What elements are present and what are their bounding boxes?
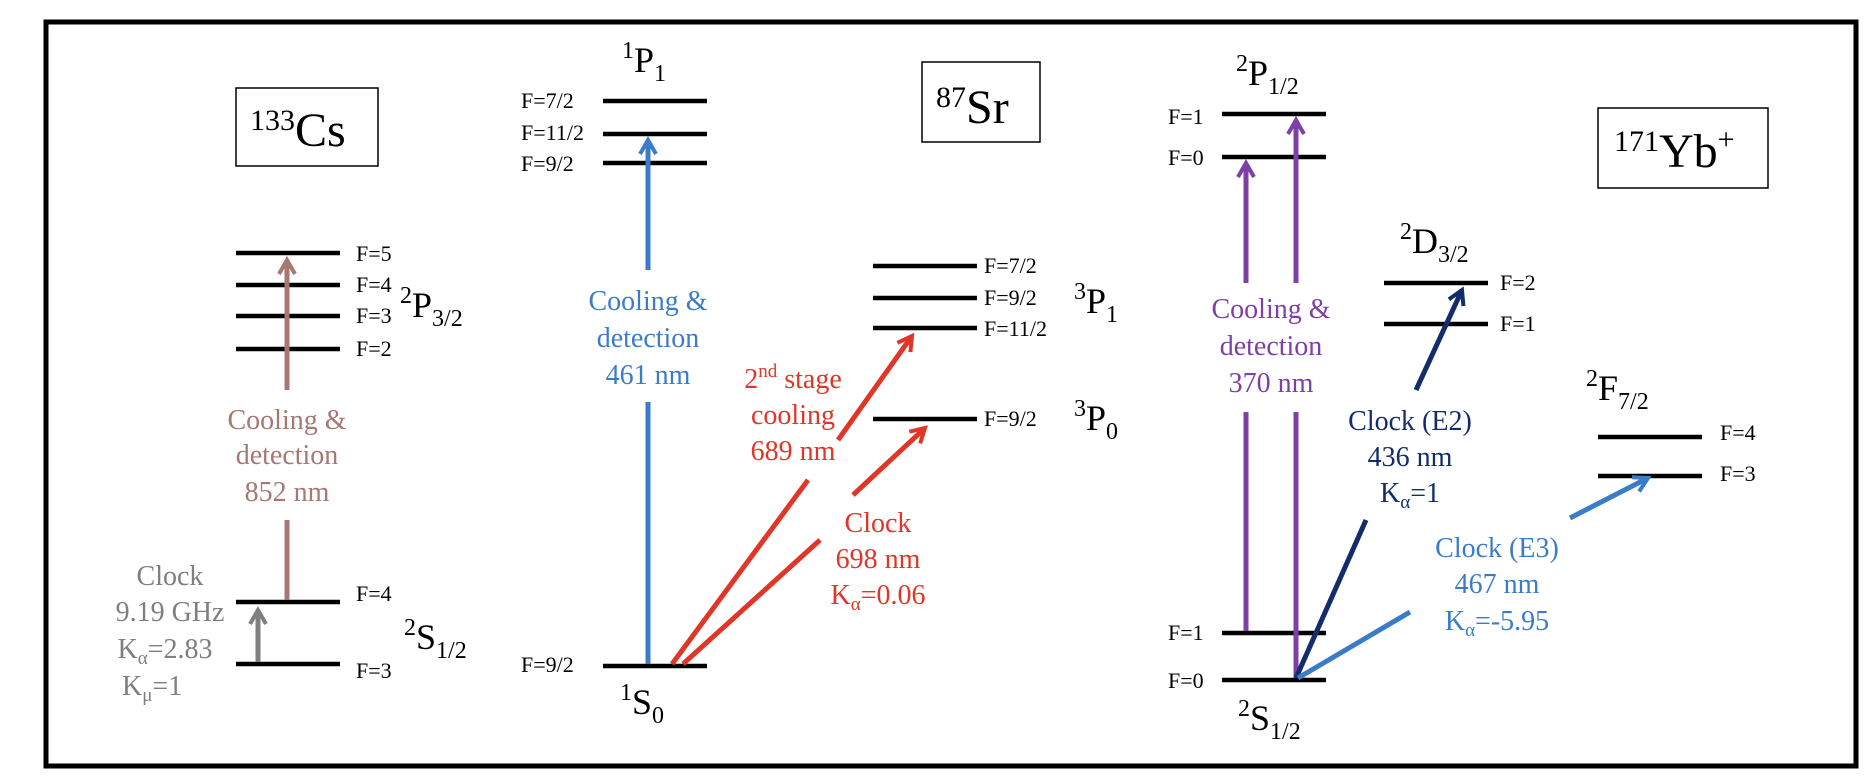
sr-1p1-f92-label: F=9/2 bbox=[521, 151, 574, 176]
sr-1s0-f92-label: F=9/2 bbox=[521, 652, 574, 677]
yb-p12-term: 2P1/2 bbox=[1236, 51, 1299, 100]
sr-689-arrow bbox=[835, 332, 915, 442]
sr-cooling-line3: 461 nm bbox=[606, 360, 691, 391]
yb-panel: 171Yb+ 2P1/2 F=1 F=0 2D3/2 F=2 F=1 2F7/2… bbox=[1168, 51, 1769, 745]
sr-1p1-term: 1P1 bbox=[622, 38, 666, 87]
yb-e3-arrow-lower bbox=[1296, 609, 1412, 681]
cs-cooling-line1: Cooling & bbox=[227, 405, 346, 436]
cs-atom-box bbox=[235, 87, 379, 167]
sr-atom-box bbox=[921, 61, 1041, 143]
sr-2nd-stage-line1: 2nd stage bbox=[744, 361, 842, 395]
sr-3p1-term: 3P1 bbox=[1074, 279, 1118, 328]
yb-s12-f0-label: F=0 bbox=[1168, 668, 1204, 693]
sr-698-arrow-lower bbox=[681, 538, 822, 666]
yb-e2-arrow-lower bbox=[1293, 518, 1369, 680]
cs-atom-label: 133Cs bbox=[250, 104, 346, 157]
cs-panel: 133Cs F=5 F=4 F=3 F=2 2P3/2 F=4 F=3 2S1/… bbox=[116, 87, 467, 706]
sr-689-arrow-lower bbox=[669, 478, 811, 666]
yb-d32-f1-label: F=1 bbox=[1500, 311, 1536, 336]
yb-e3-arrow bbox=[1568, 475, 1652, 521]
yb-e2-arrow bbox=[1413, 286, 1466, 392]
yb-e3-line2: 467 nm bbox=[1455, 569, 1540, 600]
yb-e2-ka: Kα=1 bbox=[1380, 478, 1440, 513]
sr-panel: 87Sr 1P1 F=7/2 F=11/2 F=9/2 F=9/2 1S0 F=… bbox=[521, 38, 1118, 729]
yb-f72-f4-label: F=4 bbox=[1720, 420, 1756, 445]
cs-p32-term: 2P3/2 bbox=[400, 283, 463, 332]
cs-clock-ka: Kα=2.83 bbox=[118, 634, 213, 669]
sr-3p1-f92-label: F=9/2 bbox=[984, 285, 1037, 310]
yb-e3-line1: Clock (E3) bbox=[1435, 533, 1559, 564]
sr-698-arrow bbox=[851, 425, 928, 497]
sr-3p0-term: 3P0 bbox=[1074, 396, 1118, 445]
yb-e2-line2: 436 nm bbox=[1368, 442, 1453, 473]
sr-1p1-f112-label: F=11/2 bbox=[521, 120, 584, 145]
outer-frame bbox=[43, 19, 1859, 769]
cs-p32-f3-label: F=3 bbox=[356, 303, 392, 328]
yb-p12-f0-label: F=0 bbox=[1168, 145, 1204, 170]
yb-cooling-line1: Cooling & bbox=[1211, 294, 1330, 325]
cs-p32-f4-label: F=4 bbox=[356, 272, 392, 297]
cs-clock-kmu: Kμ=1 bbox=[122, 671, 182, 706]
sr-clock-line2: 698 nm bbox=[836, 544, 921, 575]
sr-cooling-line2: detection bbox=[597, 323, 700, 354]
sr-atom-label: 87Sr bbox=[936, 81, 1009, 134]
cs-cooling-line2: detection bbox=[236, 440, 339, 471]
sr-3p1-f112-label: F=11/2 bbox=[984, 316, 1047, 341]
yb-d32-f2-label: F=2 bbox=[1500, 270, 1536, 295]
cs-cooling-line3: 852 nm bbox=[245, 477, 330, 508]
sr-1s0-term: 1S0 bbox=[620, 680, 664, 729]
yb-s12-f1-label: F=1 bbox=[1168, 620, 1204, 645]
cs-p32-f2-label: F=2 bbox=[356, 336, 392, 361]
sr-cooling-line1: Cooling & bbox=[588, 286, 707, 317]
cs-p32-f5-label: F=5 bbox=[356, 241, 392, 266]
sr-1p1-f72-label: F=7/2 bbox=[521, 88, 574, 113]
yb-f72-f3-label: F=3 bbox=[1720, 461, 1756, 486]
yb-d32-term: 2D3/2 bbox=[1400, 219, 1469, 268]
yb-cooling-line2: detection bbox=[1220, 331, 1323, 362]
yb-f72-term: 2F7/2 bbox=[1586, 366, 1649, 415]
cs-clock-line2: 9.19 GHz bbox=[116, 597, 225, 628]
sr-2nd-stage-line3: 689 nm bbox=[751, 436, 836, 467]
yb-cooling-line3: 370 nm bbox=[1229, 368, 1314, 399]
cs-s12-f3-label: F=3 bbox=[356, 658, 392, 683]
sr-clock-line1: Clock bbox=[845, 508, 912, 539]
yb-e3-ka: Kα=-5.95 bbox=[1445, 606, 1549, 641]
yb-atom-box bbox=[1597, 107, 1769, 189]
cs-clock-line1: Clock bbox=[137, 561, 204, 592]
sr-clock-ka: Kα=0.06 bbox=[831, 580, 926, 615]
cs-s12-f4-label: F=4 bbox=[356, 581, 392, 606]
cs-s12-term: 2S1/2 bbox=[404, 615, 467, 664]
sr-3p1-f72-label: F=7/2 bbox=[984, 253, 1037, 278]
yb-p12-f1-label: F=1 bbox=[1168, 104, 1204, 129]
yb-s12-term: 2S1/2 bbox=[1238, 696, 1301, 745]
yb-atom-label: 171Yb+ bbox=[1614, 123, 1735, 178]
sr-3p0-f92-label: F=9/2 bbox=[984, 406, 1037, 431]
yb-e2-line1: Clock (E2) bbox=[1348, 406, 1472, 437]
sr-2nd-stage-line2: cooling bbox=[751, 400, 835, 431]
